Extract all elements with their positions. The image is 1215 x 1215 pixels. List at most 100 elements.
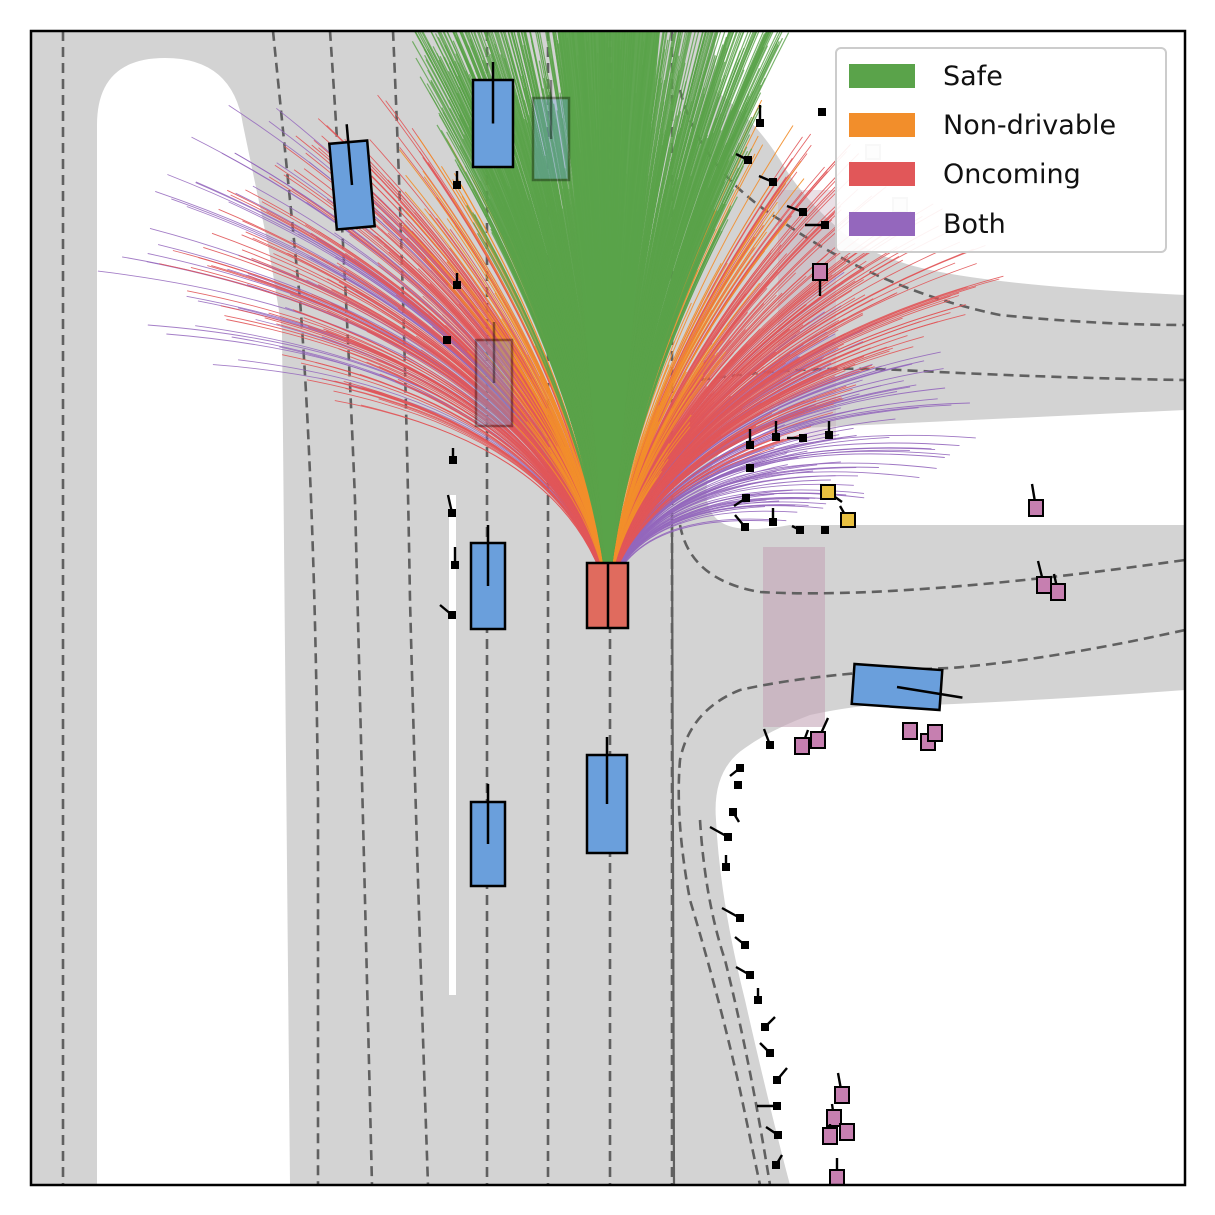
pedestrian-marker	[769, 508, 777, 526]
trajectory-line	[378, 398, 609, 596]
plot-frame	[29, 29, 1187, 1187]
vehicle-box	[850, 662, 963, 712]
vehicle-box	[469, 784, 507, 888]
legend-swatch-safe	[849, 64, 915, 88]
pedestrian-marker	[451, 547, 459, 569]
trajectory-line	[331, 289, 609, 596]
pedestrian-marker	[733, 494, 750, 507]
pedestrian-marker	[1036, 560, 1052, 594]
pedestrian-marker	[758, 174, 777, 186]
legend-label-both: Both	[943, 208, 1006, 240]
vehicle-box	[471, 62, 515, 169]
pedestrian-marker	[757, 1102, 781, 1110]
pedestrian-marker	[761, 1016, 776, 1031]
trajectory-line	[360, 404, 609, 596]
pedestrian-marker	[446, 494, 456, 517]
ego-vehicle	[585, 561, 630, 630]
pedestrian-marker	[735, 152, 752, 164]
pedestrian-marker	[754, 988, 762, 1004]
trajectory-line	[607, 244, 986, 596]
pedestrian-marker	[838, 505, 856, 528]
trajectory-line	[492, 125, 609, 596]
trajectory-line	[307, 326, 609, 596]
pedestrian-marker	[746, 429, 754, 449]
legend-label-safe: Safe	[943, 60, 1003, 92]
vehicles	[327, 62, 963, 888]
pedestrian-marker	[762, 728, 774, 749]
trajectory-line	[422, 170, 609, 596]
legend-item-oncoming: Oncoming	[849, 158, 1081, 190]
trajectory-line	[487, 31, 609, 596]
legend-label-oncoming: Oncoming	[943, 158, 1081, 190]
pedestrian-marker	[826, 1103, 842, 1127]
pedestrian-marker	[839, 1123, 855, 1141]
pedestrian-marker	[772, 1154, 784, 1169]
pedestrian-marker	[443, 336, 451, 344]
legend-item-both: Both	[849, 208, 1006, 240]
pedestrian-marker	[829, 1158, 845, 1185]
vehicle-box	[327, 124, 377, 231]
pedestrian-marker	[821, 526, 829, 534]
trajectory-line	[607, 241, 961, 596]
pedestrian-marker	[735, 965, 754, 979]
pedestrian-marker	[822, 1124, 838, 1145]
pedestrian-marker	[772, 421, 780, 441]
pedestrian-marker	[787, 434, 807, 442]
pedestrian-marker	[810, 717, 830, 749]
trajectory-line	[607, 178, 775, 596]
vehicle-box	[585, 737, 629, 855]
trajectory-line	[607, 355, 865, 596]
trajectory-fan	[97, 31, 1004, 596]
trajectory-line	[430, 31, 609, 596]
pedestrian-marker	[453, 171, 461, 189]
pedestrian-marker	[791, 524, 804, 534]
pedestrian-marker	[759, 1042, 774, 1057]
pedestrian-marker	[765, 1126, 782, 1139]
bottom-right-area	[715, 690, 1185, 1185]
pedestrian-marker	[734, 514, 749, 531]
vehicle-box	[474, 322, 514, 428]
pedestrian-marker	[439, 604, 456, 619]
pedestrian-marker	[721, 906, 744, 922]
legend-swatch-non-drivable	[849, 113, 915, 137]
pedestrian-marker	[729, 808, 741, 823]
trajectory-line	[607, 137, 708, 596]
pedestrian-marker	[756, 105, 764, 127]
pedestrian-marker	[773, 1067, 788, 1084]
left-curb-island	[97, 58, 290, 1185]
legend-swatch-oncoming	[849, 162, 915, 186]
trajectory-line	[607, 91, 754, 596]
solid-lane-line	[670, 519, 676, 1185]
legend-swatch-both	[849, 212, 915, 236]
crosswalk-right	[763, 547, 825, 727]
pedestrian-marker	[794, 729, 810, 755]
trajectory-line	[607, 211, 775, 596]
pedestrian-marker	[820, 484, 843, 503]
pedestrian-marker	[1050, 573, 1066, 601]
trajectory-line	[408, 359, 609, 596]
legend: Safe Non-drivable Oncoming Both	[835, 47, 1167, 253]
pedestrian-marker	[834, 1072, 850, 1104]
pedestrian-marker	[453, 273, 461, 289]
vehicle-box	[531, 80, 571, 182]
legend-item-non-drivable: Non-drivable	[849, 109, 1117, 141]
pedestrian-marker	[812, 263, 828, 296]
pedestrian-marker	[902, 722, 918, 740]
vehicle-box	[469, 525, 507, 631]
pedestrian-marker	[709, 825, 732, 841]
pedestrians	[439, 105, 1066, 1185]
pedestrian-marker	[734, 781, 742, 789]
pedestrian-marker	[818, 108, 826, 116]
pedestrian-marker	[729, 764, 744, 777]
trajectory-line	[607, 92, 733, 596]
legend-item-safe: Safe	[849, 60, 1003, 92]
pedestrian-marker	[746, 464, 754, 472]
pedestrian-marker	[734, 936, 749, 949]
pedestrian-marker	[1028, 483, 1044, 517]
legend-label-non-drivable: Non-drivable	[943, 109, 1117, 141]
pedestrian-marker	[449, 448, 457, 464]
pedestrian-marker	[825, 421, 833, 439]
pedestrian-marker	[927, 724, 943, 742]
safe-trajectory-core	[560, 31, 660, 595]
median-white-line	[449, 495, 456, 995]
